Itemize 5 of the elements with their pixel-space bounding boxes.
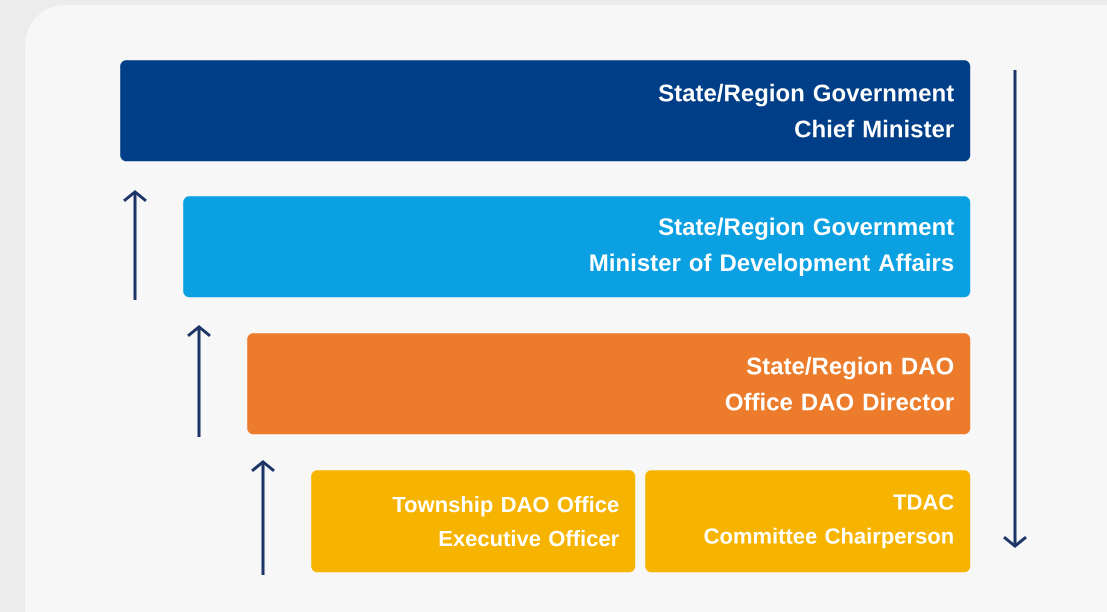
level-box: State/Region DAO Office DAO Director xyxy=(247,333,971,435)
level-box: State/Region Government Chief Minister xyxy=(120,60,971,162)
level-box: State/Region Government Minister of Development Affairs xyxy=(183,196,971,298)
level-box: TDAC Committee Chairperson xyxy=(645,470,971,573)
level-box: Township DAO Office Executive Officer xyxy=(311,470,636,573)
